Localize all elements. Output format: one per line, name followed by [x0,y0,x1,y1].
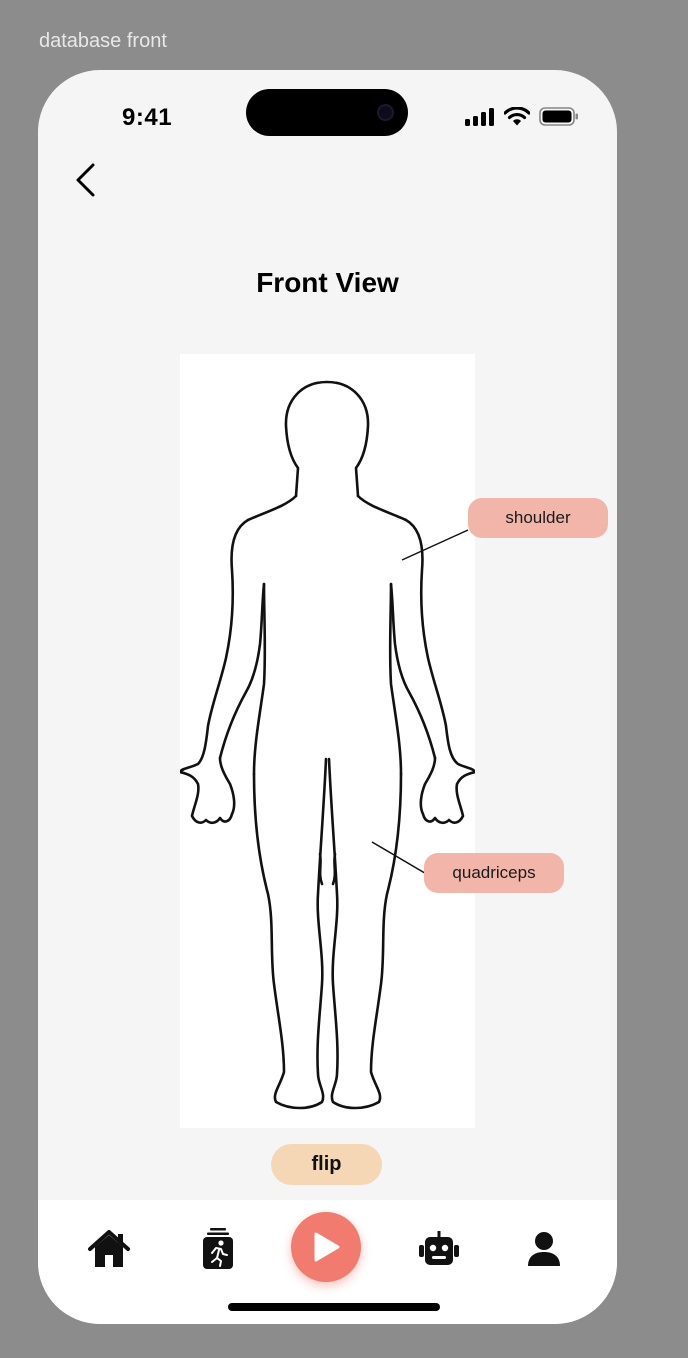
camera-icon [377,104,394,121]
label-shoulder[interactable]: shoulder [468,498,608,538]
chevron-left-icon [76,163,95,197]
battery-icon [539,107,578,126]
tab-assistant[interactable] [416,1226,462,1272]
human-body-outline [178,380,477,1110]
dynamic-island [246,89,408,136]
label-quadriceps[interactable]: quadriceps [424,853,564,893]
page-title: Front View [256,267,399,298]
flip-button[interactable]: flip [271,1144,382,1185]
home-indicator [228,1303,440,1311]
back-button[interactable] [74,162,98,198]
tab-workout[interactable] [195,1226,241,1272]
status-icons [465,107,579,126]
status-time: 9:41 [122,104,173,131]
play-button[interactable] [291,1212,361,1282]
play-icon [314,1232,340,1262]
robot-icon [419,1231,459,1265]
profile-icon [528,1232,560,1266]
tab-home[interactable] [86,1226,132,1272]
frame-label: database front [39,30,167,52]
signal-icon [465,107,494,126]
phone-screen: 9:41 Front View [38,70,617,1324]
workout-icon [203,1228,233,1269]
wifi-icon [504,107,530,126]
home-icon [88,1230,130,1267]
body-diagram[interactable] [178,354,477,1128]
tab-profile[interactable] [521,1226,567,1272]
